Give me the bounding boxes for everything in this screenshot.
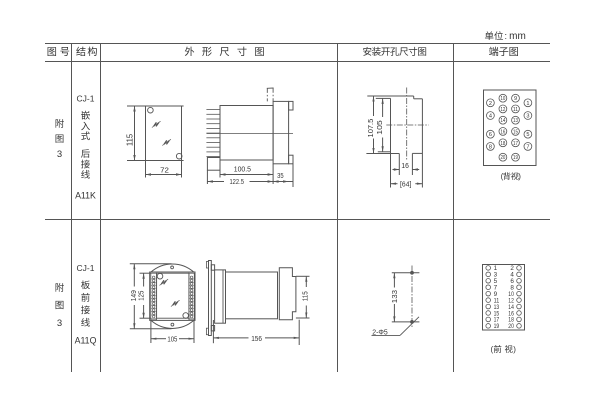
svg-text:10: 10 [508, 292, 514, 298]
svg-text:12: 12 [500, 107, 505, 113]
svg-text:156: 156 [251, 334, 262, 343]
svg-text:13: 13 [494, 305, 500, 311]
svg-text::: : [505, 31, 508, 41]
svg-text:20: 20 [500, 155, 505, 161]
svg-text:20: 20 [508, 324, 514, 330]
svg-text:12: 12 [508, 298, 514, 304]
svg-text:15: 15 [494, 311, 500, 317]
svg-text:19: 19 [513, 155, 518, 161]
svg-text:5: 5 [526, 132, 529, 138]
svg-text:19: 19 [494, 324, 500, 330]
svg-text:17: 17 [513, 141, 518, 147]
svg-text:CJ-1: CJ-1 [77, 263, 95, 273]
svg-text:): ) [518, 172, 521, 181]
svg-text:17: 17 [494, 318, 500, 324]
svg-text:149: 149 [129, 290, 138, 301]
svg-text:10: 10 [500, 96, 505, 102]
svg-text:A11K: A11K [75, 191, 96, 201]
svg-text:16: 16 [500, 129, 505, 135]
svg-text:13: 13 [513, 118, 518, 124]
svg-text:18: 18 [500, 141, 505, 147]
svg-text:mm: mm [509, 31, 526, 42]
svg-text:7: 7 [526, 144, 529, 150]
svg-text:6: 6 [489, 132, 492, 138]
svg-text:122.5: 122.5 [229, 177, 244, 186]
svg-text:2: 2 [510, 265, 514, 272]
svg-text:11: 11 [513, 107, 518, 113]
svg-text:14: 14 [508, 305, 514, 311]
svg-text:3: 3 [57, 149, 62, 160]
svg-text:125: 125 [137, 291, 146, 301]
svg-text:115: 115 [126, 133, 135, 146]
svg-text:72: 72 [160, 165, 169, 174]
svg-text:9: 9 [514, 96, 517, 102]
svg-text:35: 35 [277, 171, 284, 180]
svg-text:1: 1 [494, 265, 498, 272]
svg-text:3: 3 [526, 114, 529, 120]
svg-text:7: 7 [494, 285, 498, 292]
svg-text:105: 105 [375, 120, 384, 135]
svg-text:[64]: [64] [400, 179, 411, 188]
svg-text:9: 9 [494, 291, 498, 298]
svg-text:5: 5 [494, 278, 498, 285]
svg-text:2: 2 [489, 101, 492, 107]
svg-text:(: ( [490, 345, 493, 354]
svg-text:3: 3 [57, 318, 62, 329]
svg-text:105: 105 [167, 334, 177, 343]
svg-text:115: 115 [301, 291, 310, 301]
svg-text:100.5: 100.5 [234, 165, 251, 174]
svg-text:4: 4 [489, 114, 492, 120]
svg-text:18: 18 [508, 318, 514, 324]
svg-text:133: 133 [390, 290, 399, 303]
svg-text:3: 3 [494, 272, 498, 279]
svg-text:8: 8 [510, 285, 514, 292]
svg-text:15: 15 [513, 129, 518, 135]
svg-text:11: 11 [494, 298, 500, 304]
svg-text:16: 16 [401, 163, 409, 170]
svg-text:1: 1 [526, 101, 529, 107]
svg-text:): ) [513, 345, 516, 354]
svg-text:A11Q: A11Q [75, 336, 97, 346]
svg-text:(: ( [501, 172, 504, 181]
svg-text:16: 16 [508, 311, 514, 317]
svg-text:6: 6 [510, 278, 514, 285]
svg-text:14: 14 [500, 118, 505, 124]
svg-text:107.5: 107.5 [366, 119, 375, 138]
svg-text:8: 8 [489, 144, 492, 150]
svg-text:2-Φ5: 2-Φ5 [372, 327, 388, 336]
svg-text:CJ-1: CJ-1 [77, 94, 95, 104]
svg-text:4: 4 [510, 272, 514, 279]
